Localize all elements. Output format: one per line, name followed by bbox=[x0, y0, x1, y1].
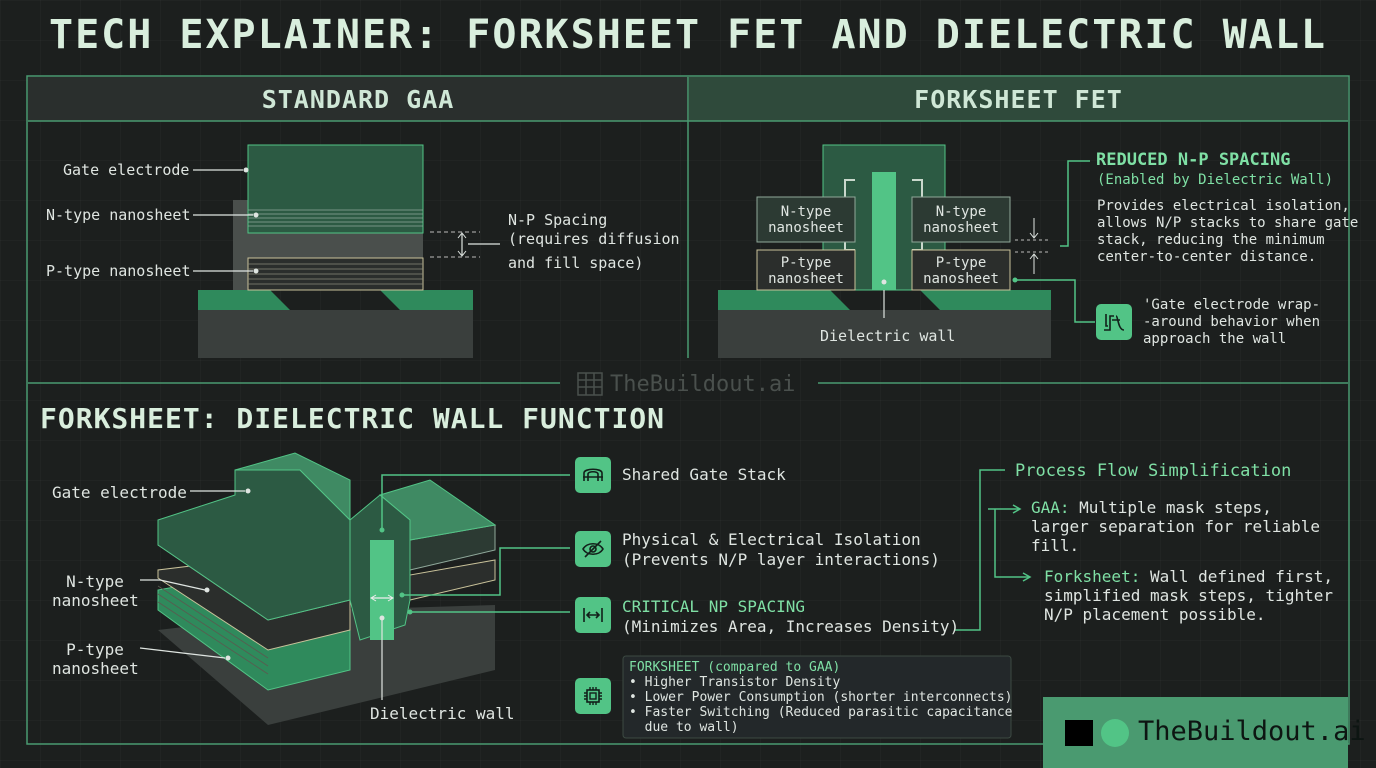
compare-item: • Higher Transistor Density bbox=[629, 675, 841, 690]
watermark-grid-icon bbox=[577, 372, 603, 396]
gaa-process-text: GAA: Multiple mask steps, larger separat… bbox=[1031, 498, 1320, 555]
wall-function-title: FORKSHEET: DIELECTRIC WALL FUNCTION bbox=[40, 402, 666, 435]
compare-item: due to wall) bbox=[629, 720, 739, 735]
page-title: TECH EXPLAINER: FORKSHEET FET AND DIELEC… bbox=[48, 12, 1328, 58]
gaa-spacing-line1: N-P Spacing bbox=[508, 211, 608, 229]
gaa-spacing-line3: and fill space) bbox=[508, 254, 644, 272]
left-header-bg bbox=[28, 77, 688, 121]
feature-shared-gate: Shared Gate Stack bbox=[622, 465, 786, 484]
fs-wall-label: Dielectric wall bbox=[820, 327, 956, 345]
gaa-spacing-line2: (requires diffusion bbox=[508, 230, 680, 248]
right-header-bg bbox=[689, 77, 1348, 121]
watermark: TheBuildout.ai bbox=[576, 371, 795, 397]
chip-icon bbox=[575, 678, 611, 714]
brand-logo-text: TheBuildout.ai bbox=[1138, 716, 1366, 747]
compare-box: FORKSHEET (compared to GAA) • Higher Tra… bbox=[629, 660, 1013, 735]
wraparound-text: 'Gate electrode wrap- -around behavior w… bbox=[1143, 297, 1321, 347]
forksheet-process-text: Forksheet: Wall defined first, simplifie… bbox=[1044, 567, 1333, 624]
process-flow-title: Process Flow Simplification bbox=[1015, 461, 1292, 481]
forksheet-diagram bbox=[718, 144, 1095, 358]
reduced-spacing-body: Provides electrical isolation, allows N/… bbox=[1097, 198, 1359, 265]
wall-3d-diagram bbox=[139, 452, 1032, 725]
standard-gaa-header: STANDARD GAA bbox=[261, 85, 455, 114]
compare-item: • Faster Switching (Reduced parasitic ca… bbox=[629, 705, 1013, 720]
brand-box-bg bbox=[1043, 697, 1348, 768]
reduced-spacing-title: REDUCED N-P SPACING bbox=[1096, 150, 1291, 170]
wraparound-icon bbox=[1096, 304, 1132, 340]
bottom-gate-label: Gate electrode bbox=[52, 483, 187, 502]
compare-box-bg bbox=[622, 655, 1012, 739]
forksheet-fet-header: FORKSHEET FET bbox=[914, 85, 1123, 114]
outer-frame bbox=[26, 75, 1350, 745]
feature-critical-spacing: CRITICAL NP SPACING(Minimizes Area, Incr… bbox=[622, 597, 960, 636]
compare-item: • Lower Power Consumption (shorter inter… bbox=[629, 690, 1013, 705]
shared-gate-icon bbox=[575, 457, 611, 493]
bottom-wall-label: Dielectric wall bbox=[370, 704, 515, 723]
spacing-arrows-icon bbox=[575, 597, 611, 633]
isolation-eye-icon bbox=[575, 531, 611, 567]
gaa-gate-label: Gate electrode bbox=[63, 161, 190, 179]
gaa-n-label: N-type nanosheet bbox=[46, 206, 191, 224]
feature-isolation: Physical & Electrical Isolation(Prevents… bbox=[622, 530, 940, 569]
gaa-diagram bbox=[193, 144, 500, 358]
gaa-p-label: P-type nanosheet bbox=[46, 262, 191, 280]
reduced-spacing-sub: (Enabled by Dielectric Wall) bbox=[1097, 172, 1334, 188]
compare-title: FORKSHEET (compared to GAA) bbox=[629, 660, 841, 675]
